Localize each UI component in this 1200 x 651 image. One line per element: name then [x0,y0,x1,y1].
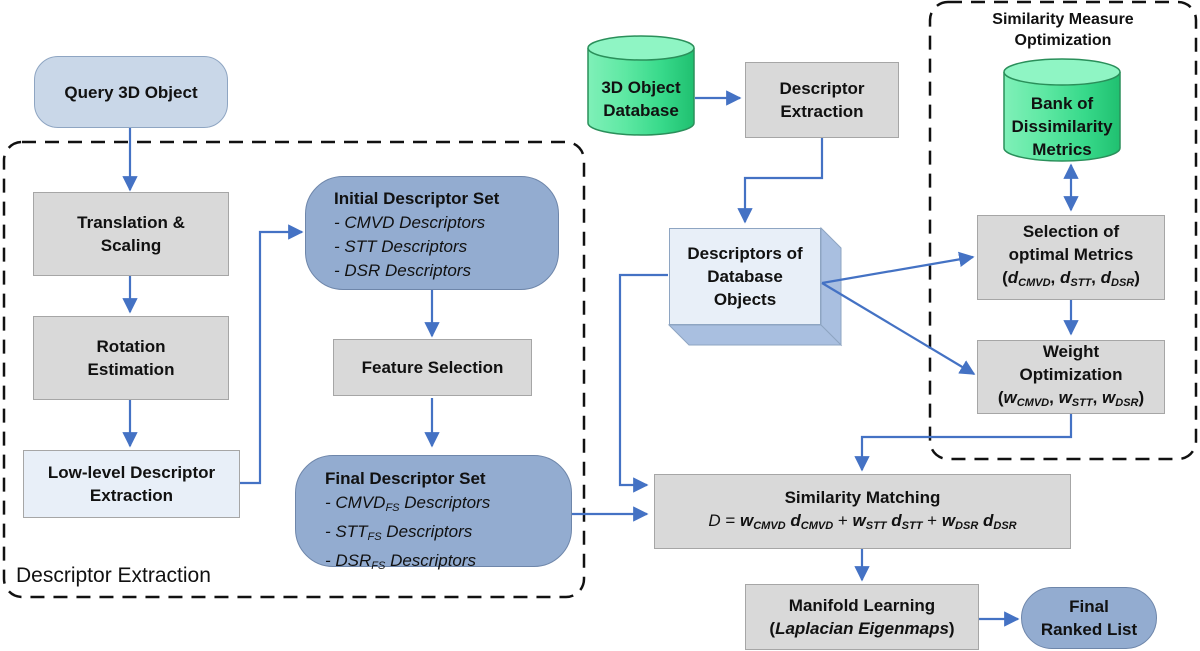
optimal-metrics-selection-node: Selection of optimal Metrics (dCMVD, dST… [977,215,1165,300]
similarity-matching-node: Similarity Matching D = wCMVD dCMVD + wS… [654,474,1071,549]
node-label-line1: Manifold Learning [788,596,936,615]
rotation-estimation-node: Rotation Estimation [33,316,229,400]
node-label-line2: Scaling [100,236,162,255]
arrow-lowlevel-to-initial-set [240,224,304,485]
node-label-line1: Selection of [1022,222,1120,241]
node-label: Similarity Matching [784,487,941,507]
database-cylinder-icon [587,35,695,136]
node-label-line2: Extraction [89,486,174,505]
initial-descriptor-set-node: Initial Descriptor Set - CMVD Descriptor… [305,176,559,290]
node-label-line1: Low-level Descriptor [47,463,216,482]
similarity-optimization-group-border [928,0,1198,461]
node-label-line1: Rotation [96,337,166,356]
database-descriptors-node: Descriptors of Database Objects [669,228,821,325]
metric-tuple: (dCMVD, dSTT, dDSR) [1002,268,1140,289]
final-descriptor-set-node: Final Descriptor Set - CMVDFS Descriptor… [295,455,572,572]
arrow-db-descriptors-to-matching [618,273,668,493]
descriptor-extraction-group-border [2,140,586,599]
manifold-learning-node: Manifold Learning (Laplacian Eigenmaps) [745,584,979,650]
final-set-item: - CMVDFS Descriptors [325,493,491,514]
dissimilarity-metrics-bank-node: Bank of Dissimilarity Metrics [1004,88,1120,164]
node-label-line2: (Laplacian Eigenmaps) [769,619,955,638]
arrow-db-descriptors-to-metric-selection [821,251,975,285]
initial-set-title: Initial Descriptor Set [334,189,500,208]
similarity-optimization-group-title: Similarity Measure Optimization [936,9,1190,51]
database-descriptors-3d-box [667,226,843,347]
final-set-item: - DSRFS Descriptors [325,551,477,572]
node-label-line1: Final [1069,597,1109,616]
group-title-line1: Similarity Measure [992,11,1134,28]
final-set-item: - STTFS Descriptors [325,522,473,543]
node-label: Feature Selection [361,358,504,377]
arrow-extraction-to-db-descriptors [737,138,824,224]
node-label-line1: 3D Object [601,78,681,97]
initial-set-item: - CMVD Descriptors [334,213,486,232]
node-label-line1: Descriptors of [687,244,803,263]
node-label-line2: Optimization [1019,364,1123,384]
node-label-line1: Bank of [1030,93,1094,113]
feature-selection-node: Feature Selection [333,339,532,396]
low-level-descriptor-extraction-node: Low-level Descriptor Extraction [23,450,240,518]
node-label-line1: Descriptor [779,79,865,98]
node-label-line2: Ranked List [1040,620,1138,639]
arrow-weight-opt-to-matching [854,414,1073,472]
node-label: Query 3D Object [64,82,198,102]
weight-tuple: (wCMVD, wSTT, wDSR) [997,387,1145,409]
initial-set-item: - DSR Descriptors [334,261,471,280]
translation-scaling-node: Translation & Scaling [33,192,229,276]
query-3d-object-node: Query 3D Object [34,56,228,128]
metrics-bank-cylinder-icon [1003,58,1121,162]
node-label-line3: Objects [713,290,777,309]
node-label-line2: Database [707,267,783,286]
node-label-line2: Database [603,101,679,120]
group-title-line2: Optimization [1014,32,1112,49]
weight-optimization-node: Weight Optimization (wCMVD, wSTT, wDSR) [977,340,1165,414]
node-label-line2: Dissimilarity [1011,116,1113,136]
arrow-db-descriptors-to-weight-opt [821,282,976,375]
node-label-line2: Estimation [87,360,175,379]
node-label-line1: Translation & [77,213,185,232]
3d-object-database-node: 3D Object Database [588,62,694,136]
node-label-line2: optimal Metrics [1008,245,1134,264]
final-set-title: Final Descriptor Set [325,469,486,488]
node-label-line3: Metrics [1032,139,1092,159]
final-ranked-list-node: Final Ranked List [1021,587,1157,649]
node-label-line2: Extraction [780,102,864,121]
database-descriptor-extraction-node: Descriptor Extraction [745,62,899,138]
node-label-line1: Weight [1042,341,1100,361]
similarity-formula: D = wCMVD dCMVD + wSTT dSTT + wDSR dDSR [708,510,1017,532]
initial-set-item: - STT Descriptors [334,237,468,256]
descriptor-extraction-group-label: Descriptor Extraction [16,564,211,587]
